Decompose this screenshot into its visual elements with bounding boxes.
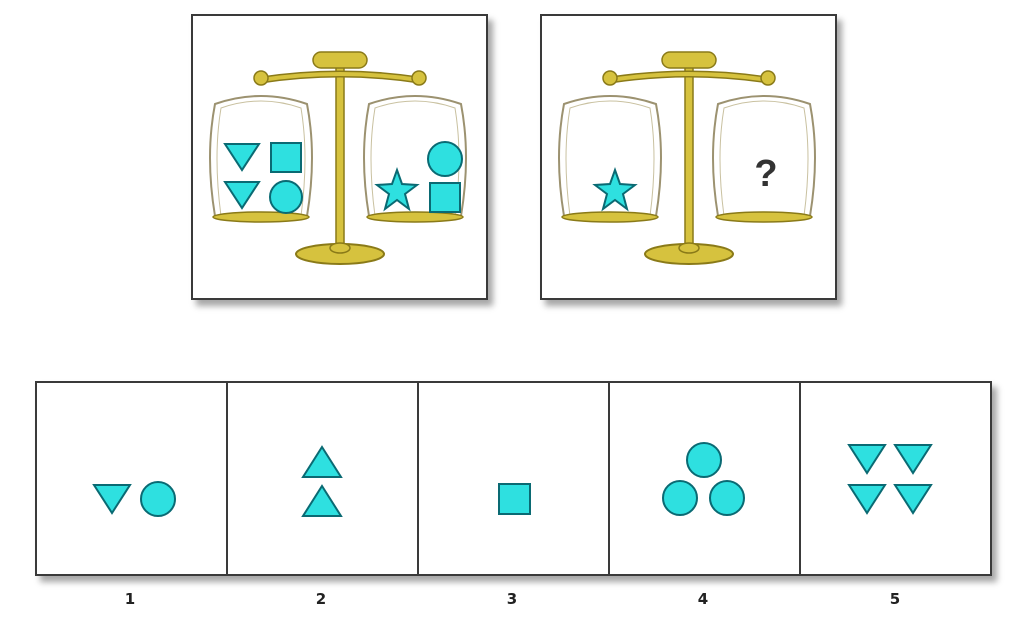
triangle-shape (225, 182, 259, 208)
option-2-shapes (228, 383, 418, 574)
square-shape (271, 143, 301, 172)
circle-shape (141, 482, 175, 516)
triangle-shape (225, 144, 259, 170)
scale-panel-left (191, 14, 488, 300)
option-label-2: 2 (301, 590, 341, 608)
left-pan (559, 96, 661, 222)
square-shape (499, 484, 530, 514)
option-label-5: 5 (875, 590, 915, 608)
question-mark: ? (754, 153, 777, 195)
right-pan: ? (713, 96, 815, 222)
triangle-shape (303, 486, 341, 516)
answer-options (35, 381, 992, 576)
triangle-shape (849, 445, 885, 473)
option-label-1: 1 (110, 590, 150, 608)
option-label-3: 3 (492, 590, 532, 608)
option-2[interactable] (228, 383, 419, 574)
option-3[interactable] (419, 383, 610, 574)
star-shape (595, 170, 635, 209)
star-shape (377, 170, 417, 209)
option-4-shapes (610, 383, 800, 574)
triangle-shape (94, 485, 130, 513)
circle-shape (710, 481, 744, 515)
option-5[interactable] (801, 383, 990, 574)
circle-shape (270, 181, 302, 213)
triangle-shape (895, 485, 931, 513)
square-shape (430, 183, 460, 212)
option-5-shapes (801, 383, 991, 574)
circle-shape (687, 443, 721, 477)
balance-scale-left (193, 16, 486, 298)
scale-panel-right: ? (540, 14, 837, 300)
option-label-4: 4 (683, 590, 723, 608)
triangle-shape (895, 445, 931, 473)
option-3-shapes (419, 383, 609, 574)
circle-shape (428, 142, 462, 176)
triangle-shape (303, 447, 341, 477)
option-1[interactable] (37, 383, 228, 574)
triangle-shape (849, 485, 885, 513)
left-pan (210, 96, 312, 222)
right-pan (364, 96, 466, 222)
circle-shape (663, 481, 697, 515)
balance-scale-right: ? (542, 16, 835, 298)
option-1-shapes (37, 383, 227, 574)
option-4[interactable] (610, 383, 801, 574)
